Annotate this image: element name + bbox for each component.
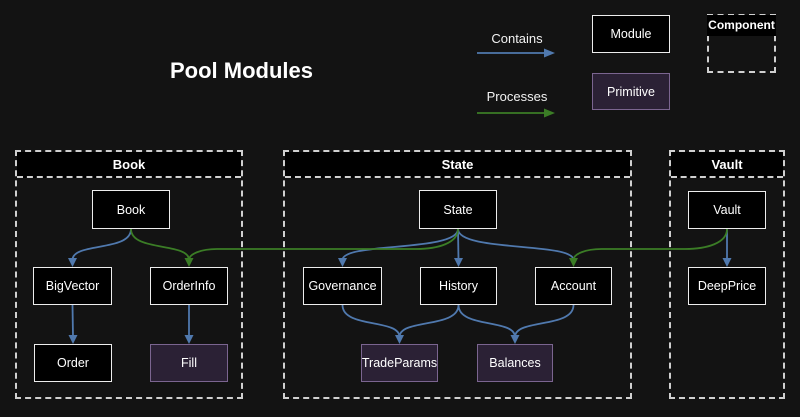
arrowhead-deepprice: [723, 258, 732, 267]
edge-bigvector-order: [73, 305, 74, 337]
node-history: History: [420, 267, 497, 305]
node-vault_node: Vault: [688, 191, 766, 229]
node-fill: Fill: [150, 344, 228, 382]
node-book_node: Book: [92, 190, 170, 229]
arrowhead-orderinfo: [185, 258, 194, 267]
arrowhead-history: [454, 258, 463, 267]
node-tradeparams: TradeParams: [361, 344, 438, 382]
edge-vault_node-account: [574, 229, 728, 260]
node-deepprice: DeepPrice: [688, 267, 766, 305]
edge-state_node-governance: [343, 229, 459, 260]
node-account: Account: [535, 267, 612, 305]
arrowhead-fill: [185, 335, 194, 344]
edge-book_node-orderinfo: [131, 229, 189, 260]
edge-governance-tradeparams: [343, 305, 400, 337]
arrowhead-governance: [338, 258, 347, 267]
node-order: Order: [34, 344, 112, 382]
edge-history-tradeparams: [400, 305, 459, 337]
arrowhead-account: [569, 258, 578, 267]
node-orderinfo: OrderInfo: [150, 267, 228, 305]
node-state_node: State: [419, 190, 497, 229]
node-bigvector: BigVector: [33, 267, 112, 305]
edge-history-balances: [459, 305, 516, 337]
arrowhead-order: [69, 335, 78, 344]
edge-book_node-bigvector: [73, 229, 132, 260]
arrowhead-bigvector: [68, 258, 77, 267]
node-balances: Balances: [477, 344, 553, 382]
edge-account-balances: [515, 305, 574, 337]
node-governance: Governance: [303, 267, 382, 305]
edge-state_node-account: [458, 229, 574, 260]
